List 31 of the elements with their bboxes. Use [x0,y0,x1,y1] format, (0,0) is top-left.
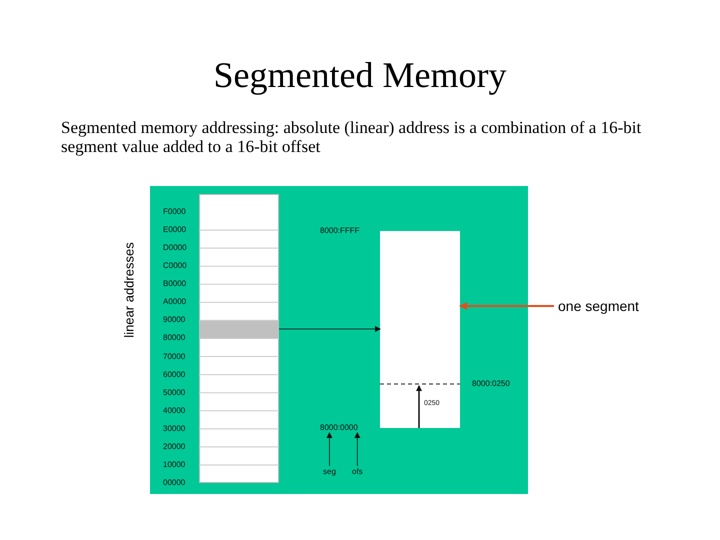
title: Segmented Memory [212,54,508,96]
arrow [354,432,360,466]
address-label: seg [323,467,336,476]
address-label: D0000 [163,243,187,252]
address-label: 80000 [163,333,186,342]
address-label: 90000 [163,315,186,324]
address-label: 8000:0000 [320,423,358,432]
address-label: 40000 [163,406,186,415]
arrow [326,432,332,466]
address-label: F0000 [163,207,186,216]
address-label: 70000 [163,352,186,361]
address-label: 8000:0250 [472,379,510,388]
arrow [278,326,381,332]
address-label: 30000 [163,424,186,433]
address-label: E0000 [163,225,186,234]
subtitle: Segmented memory addressing: absolute (linear) address is a combination of a 16-bit segment value added to a 16-bit offset [61,118,642,156]
address-label: 10000 [163,460,186,469]
callout-text: one segment [558,298,639,314]
address-label: 50000 [163,388,186,397]
address-label: ofs [352,467,363,476]
segment-box [380,231,460,428]
address-label: 60000 [163,370,186,379]
address-label: 8000:FFFF [320,226,360,235]
address-label: 00000 [163,478,186,488]
address-label: A0000 [163,297,186,306]
arrow [459,302,554,310]
address-label: C0000 [163,261,187,270]
highlighted-band [199,320,279,338]
address-label: 20000 [163,442,186,451]
axis-title: linear addresses [122,242,136,338]
address-label: B0000 [163,279,186,288]
